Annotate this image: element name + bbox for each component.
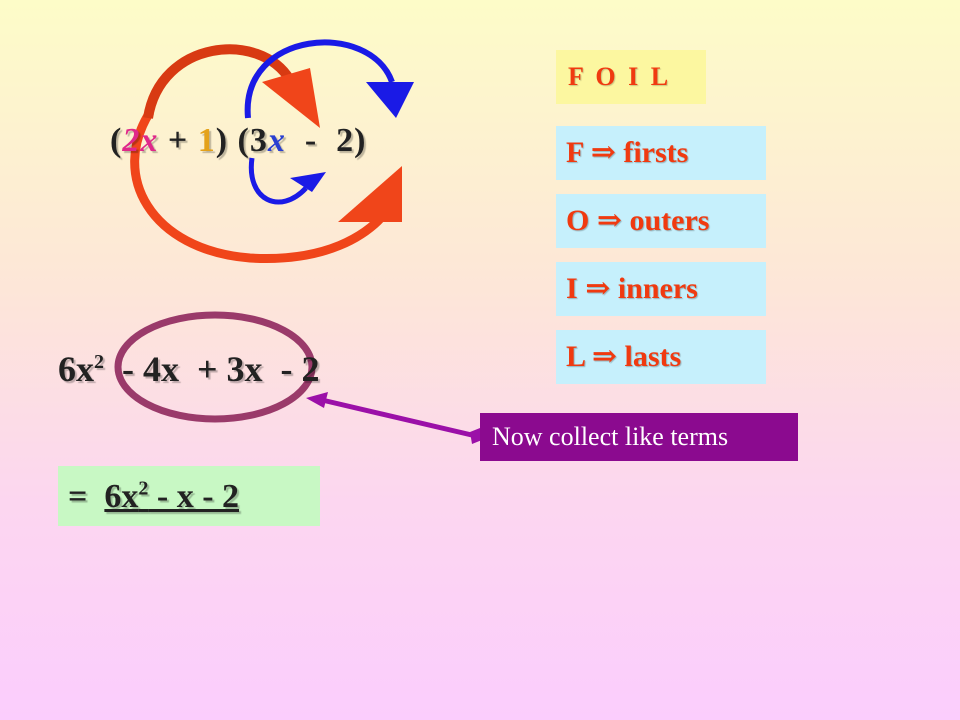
pointer-head	[306, 392, 328, 408]
pointer-line	[321, 397, 477, 439]
simplified-result: = 6x2 - x - 2	[68, 477, 240, 515]
outers-arrow-head	[338, 166, 402, 222]
lasts-arrow-head	[366, 82, 414, 118]
collect-like-terms-note: Now collect like terms	[480, 413, 798, 461]
term-1: 1	[197, 122, 216, 159]
firsts-arrow-head	[262, 68, 320, 128]
outers-arrow	[130, 109, 399, 263]
term-2x: 2x	[122, 122, 159, 159]
pointer-tail	[470, 428, 482, 444]
rule-firsts: F ⇒ firsts	[556, 126, 766, 180]
implies-icon: ⇒	[591, 340, 617, 373]
foil-title: F O I L	[556, 50, 706, 104]
rule-inners: I ⇒ inners	[556, 262, 766, 316]
binomial-expression: (2x + 1) (3x - 2)	[110, 122, 367, 159]
rule-outers: O ⇒ outers	[556, 194, 766, 248]
rule-lasts: L ⇒ lasts	[556, 330, 766, 384]
firsts-arrow	[143, 44, 295, 119]
lasts-arrow	[244, 39, 395, 119]
implies-icon: ⇒	[585, 272, 611, 305]
expanded-terms: 6x2 - 4x + 3x - 2	[58, 349, 320, 389]
result-box	[58, 466, 320, 526]
implies-icon: ⇒	[590, 136, 616, 169]
inners-arrow-head	[290, 172, 326, 192]
implies-icon: ⇒	[596, 204, 622, 237]
term-x: x	[267, 122, 286, 159]
inners-arrow	[248, 157, 308, 205]
like-terms-circle	[114, 311, 316, 423]
